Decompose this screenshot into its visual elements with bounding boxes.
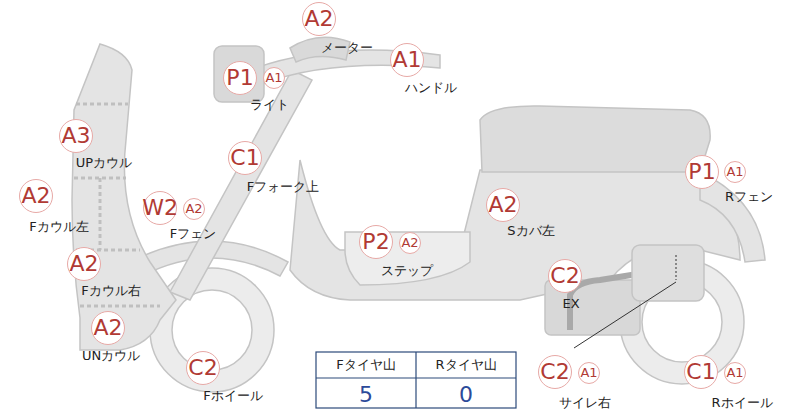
part-name: サイレ右 xyxy=(559,394,611,412)
damage-code-circle: A2Sカバ左 xyxy=(486,188,520,222)
part-name: Fカウル左 xyxy=(29,218,88,236)
damage-code: C1 xyxy=(230,145,259,170)
damage-code: A2 xyxy=(21,183,50,208)
damage-code: C2 xyxy=(188,355,217,380)
damage-code: C1 xyxy=(686,359,715,384)
damage-code: A2 xyxy=(488,192,517,217)
damage-code-circle: A1ハンドル xyxy=(390,43,424,77)
part-name: Fフェン xyxy=(170,225,216,243)
damage-code: W2 xyxy=(142,195,178,220)
part-name: Fホイール xyxy=(203,387,262,405)
table-header: Rタイヤ山 xyxy=(435,356,496,374)
table-value: 0 xyxy=(459,382,473,407)
damage-code: A2 xyxy=(93,315,122,340)
damage-code-circle: C1Rホイール xyxy=(684,355,718,389)
part-name: Fカウル右 xyxy=(81,282,140,300)
damage-code: C2 xyxy=(540,359,569,384)
damage-code: A2 xyxy=(185,201,202,216)
part-name: ステップ xyxy=(381,262,433,280)
part-name: Rホイール xyxy=(711,394,772,412)
sub-code-circle: A1 xyxy=(578,362,600,384)
part-name: ライト xyxy=(250,96,289,114)
damage-code-circle: C2EX xyxy=(548,259,582,293)
damage-code: A1 xyxy=(265,70,282,85)
part-name: Fフォーク上 xyxy=(247,178,319,196)
damage-code: P1 xyxy=(226,65,253,90)
sub-code-circle: A1 xyxy=(724,362,746,384)
damage-code: A3 xyxy=(61,123,90,148)
damage-code-circle: C2サイレ右 xyxy=(538,355,572,389)
damage-code-circle: P1Rフェン xyxy=(685,155,719,189)
damage-code-circle: C1Fフォーク上 xyxy=(228,141,262,175)
damage-code-circle: P1ライト xyxy=(223,61,257,95)
part-name: UNカウル xyxy=(82,347,140,365)
damage-code-circle: W2Fフェン xyxy=(143,191,177,225)
damage-code: P2 xyxy=(362,229,389,254)
part-name: ハンドル xyxy=(405,79,457,97)
damage-code-circle: A2UNカウル xyxy=(91,311,125,345)
damage-code: C2 xyxy=(550,263,579,288)
damage-code-circle: A3UPカウル xyxy=(59,119,93,153)
damage-code: A1 xyxy=(726,365,743,380)
part-name: UPカウル xyxy=(76,154,132,172)
damage-code-circle: A2Fカウル右 xyxy=(67,247,101,281)
damage-code: P1 xyxy=(688,159,715,184)
damage-code-circle: C2Fホイール xyxy=(186,351,220,385)
part-name: メーター xyxy=(321,39,373,57)
damage-code: A2 xyxy=(304,6,333,31)
table-value: 5 xyxy=(359,382,373,407)
part-name: Sカバ左 xyxy=(507,222,554,240)
damage-code-circle: P2ステップ xyxy=(359,225,393,259)
sub-code-circle: A2 xyxy=(183,198,205,220)
damage-code: A1 xyxy=(580,365,597,380)
sub-code-circle: A1 xyxy=(263,67,285,89)
part-name: EX xyxy=(562,296,579,311)
table-header: Fタイヤ山 xyxy=(336,356,395,374)
sub-code-circle: A2 xyxy=(399,232,421,254)
part-name: Rフェン xyxy=(725,188,773,206)
damage-code: A1 xyxy=(392,47,421,72)
sub-code-circle: A1 xyxy=(724,161,746,183)
damage-code: A2 xyxy=(401,235,418,250)
damage-code: A1 xyxy=(726,164,743,179)
damage-code-circle: A2メーター xyxy=(302,2,336,36)
damage-code: A2 xyxy=(69,251,98,276)
damage-code-circle: A2Fカウル左 xyxy=(19,179,53,213)
